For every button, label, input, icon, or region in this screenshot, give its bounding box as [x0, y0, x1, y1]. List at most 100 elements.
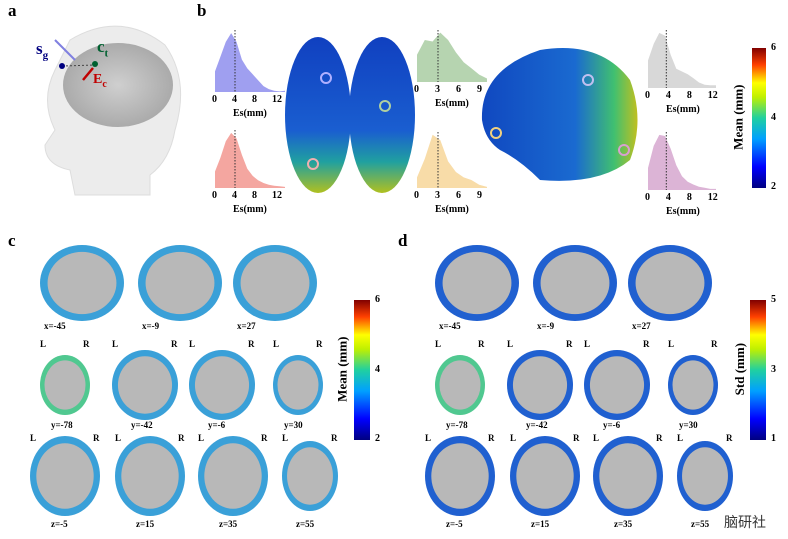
slice-label: x=-45: [44, 321, 66, 331]
density-tick: 12: [272, 190, 282, 201]
density-tick: 8: [686, 192, 692, 203]
label-sg: sg: [36, 39, 49, 62]
slice-label: z=55: [691, 519, 710, 529]
label-left: L: [112, 339, 119, 349]
axial-slice-anatomy: [287, 447, 333, 505]
colorbar-b: [752, 48, 766, 188]
density-tick: 12: [707, 192, 718, 203]
density-tick: 3: [435, 190, 440, 201]
site-marker-blue: [320, 72, 332, 84]
scalp-point: [59, 63, 65, 69]
label-right: R: [656, 433, 663, 443]
colorbar-d-tick: 3: [771, 364, 776, 375]
label-left: L: [189, 339, 196, 349]
density-blue: [215, 33, 285, 92]
label-right: R: [643, 339, 650, 349]
label-left: L: [282, 433, 289, 443]
slice-label: y=-6: [208, 420, 226, 430]
density-xlabel: Es(mm): [233, 108, 267, 119]
slice-label: z=55: [296, 519, 315, 529]
colorbar-c-tick: 2: [375, 433, 380, 444]
density-tick: 9: [477, 84, 482, 95]
coronal-slice-anatomy: [512, 356, 568, 414]
label-right: R: [93, 433, 100, 443]
coronal-slice-anatomy: [672, 360, 714, 410]
label-right: R: [248, 339, 255, 349]
slice-label: z=15: [531, 519, 550, 529]
colorbar-b-title: Mean (mm): [730, 84, 746, 150]
density-xlabel: Es(mm): [233, 204, 267, 215]
label-right: R: [711, 339, 718, 349]
axial-slice-anatomy: [431, 443, 489, 509]
sagittal-slice-anatomy: [240, 251, 310, 315]
label-right: R: [488, 433, 495, 443]
colorbar-c-title: Mean (mm): [334, 336, 350, 402]
coronal-slice-anatomy: [44, 360, 86, 410]
density-green: [417, 32, 487, 82]
density-xlabel: Es(mm): [435, 204, 469, 215]
brain-top-view: [285, 37, 415, 193]
density-gray: [648, 32, 716, 88]
site-marker-green: [379, 100, 391, 112]
slice-label: x=27: [237, 321, 256, 331]
axial-slice-anatomy: [516, 443, 574, 509]
label-left: L: [510, 433, 517, 443]
density-xlabel: Es(mm): [435, 98, 469, 109]
label-left: L: [115, 433, 122, 443]
density-orange: [417, 134, 487, 188]
density-tick: 12: [707, 90, 718, 101]
colorbar-d-tick: 5: [771, 294, 776, 305]
label-left: L: [668, 339, 675, 349]
panel-label-b: b: [197, 1, 207, 20]
density-tick: 0: [212, 190, 217, 201]
axial-slice-anatomy: [599, 443, 657, 509]
site-marker-gray: [582, 74, 594, 86]
panel-label-c: c: [8, 231, 16, 250]
label-left: L: [584, 339, 591, 349]
density-tick: 8: [686, 90, 692, 101]
coronal-slice-anatomy: [117, 356, 173, 414]
coronal-slice-anatomy: [194, 356, 250, 414]
density-tick: 4: [665, 192, 671, 203]
label-right: R: [171, 339, 178, 349]
colorbar-b-tick: 6: [771, 42, 776, 53]
watermark: 脑研社: [724, 515, 766, 531]
density-tick: 4: [232, 94, 237, 105]
colorbar-b-tick: 4: [771, 112, 776, 123]
label-left: L: [273, 339, 280, 349]
sagittal-slice-anatomy: [47, 251, 117, 315]
axial-slice-anatomy: [682, 447, 728, 505]
density-tick: 12: [272, 94, 282, 105]
slice-label: z=35: [614, 519, 633, 529]
slice-label: x=-9: [537, 321, 555, 331]
density-purple: [648, 134, 716, 190]
error-arrow: [82, 67, 94, 81]
slice-label: y=-6: [603, 420, 621, 430]
axial-slice-anatomy: [121, 443, 179, 509]
colorbar-b-tick: 2: [771, 181, 776, 192]
sagittal-slice-anatomy: [442, 251, 512, 315]
slice-label: y=-42: [526, 420, 548, 430]
label-left: L: [40, 339, 47, 349]
slice-label: z=35: [219, 519, 238, 529]
label-left: L: [30, 433, 37, 443]
label-left: L: [507, 339, 514, 349]
colorbar-d-title: Std (mm): [732, 342, 748, 396]
label-left: L: [677, 433, 684, 443]
density-red: [215, 132, 285, 188]
label-right: R: [316, 339, 323, 349]
label-left: L: [593, 433, 600, 443]
slice-label: z=15: [136, 519, 155, 529]
axial-slice-anatomy: [204, 443, 262, 509]
panel-label-a: a: [8, 1, 17, 20]
slice-label: y=-78: [446, 420, 468, 430]
colorbar-c-tick: 4: [375, 364, 380, 375]
axial-slice-anatomy: [36, 443, 94, 509]
slice-label: y=-42: [131, 420, 153, 430]
slice-label: x=-45: [439, 321, 461, 331]
density-tick: 6: [456, 190, 461, 201]
site-marker-purple: [618, 144, 630, 156]
density-tick: 0: [645, 192, 650, 203]
